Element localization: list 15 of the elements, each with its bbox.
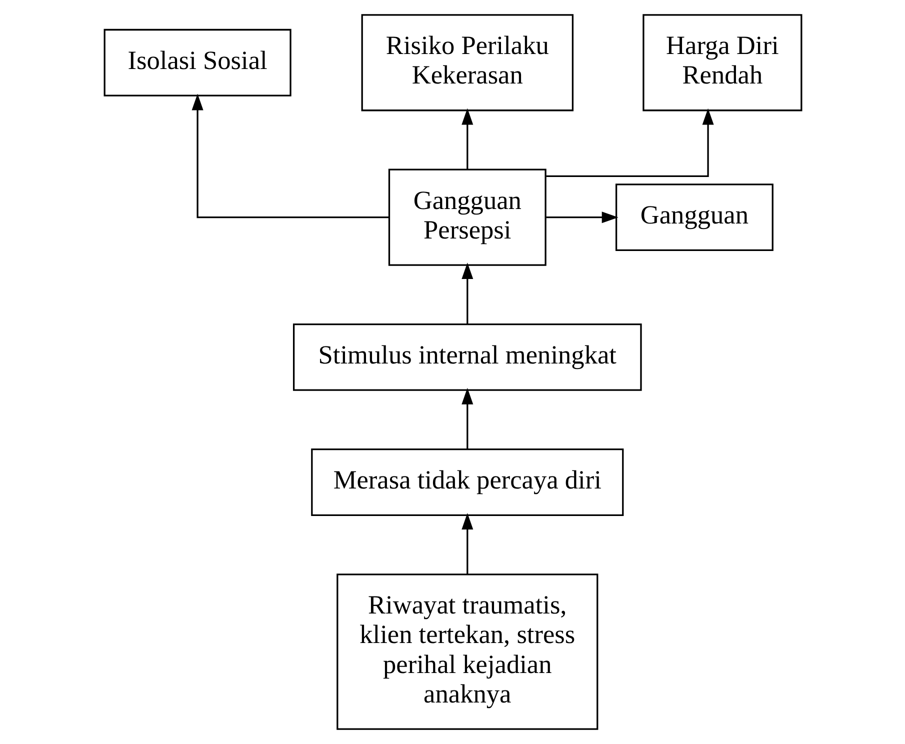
node-box: Stimulus internal meningkat: [292, 323, 642, 391]
arrow: [546, 108, 714, 178]
arrow: [461, 108, 473, 170]
arrow: [461, 262, 473, 324]
node-box: Harga Diri Rendah: [642, 14, 802, 112]
node-box: Isolasi Sosial: [103, 28, 291, 96]
node-box: Risiko Perilaku Kekerasan: [360, 14, 574, 112]
node-box: Merasa tidak percaya diri: [310, 448, 624, 516]
arrow: [461, 513, 473, 574]
node-box: Gangguan: [614, 184, 773, 252]
node-box: Riwayat traumatis, klien tertekan, stress perihal kejadian anaknya: [336, 574, 598, 730]
arrow: [546, 212, 618, 224]
arrow: [461, 388, 473, 449]
node-box: Gangguan Persepsi: [388, 168, 546, 266]
arrow: [191, 94, 388, 218]
